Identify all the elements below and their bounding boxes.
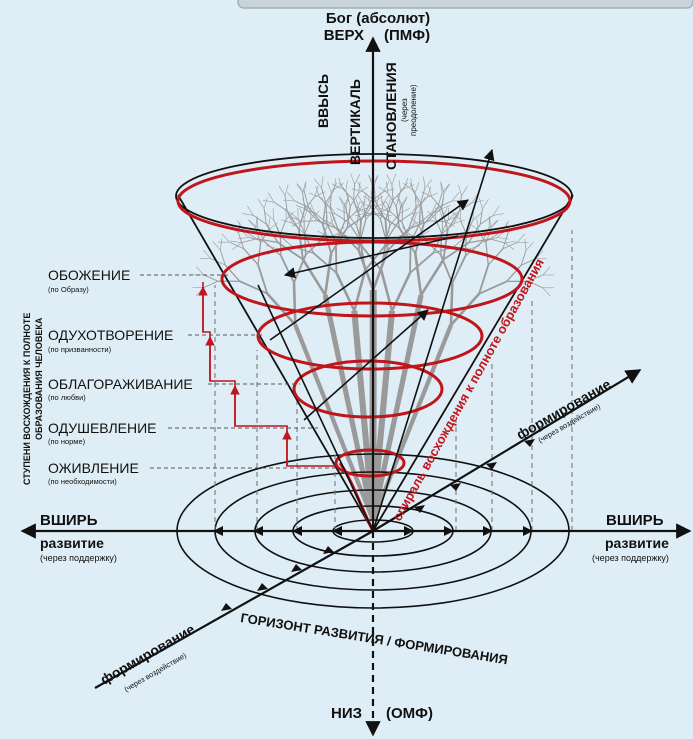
vertical-guides (214, 230, 573, 531)
step-note: (по призванности) (48, 345, 112, 354)
right-razvitie: развитие (605, 535, 669, 551)
steps-title-line1: СТУПЕНИ ВОСХОЖДЕНИЯ К ПОЛНОТЕ (22, 313, 32, 485)
step-labels: ОБОЖЕНИЕ (по Образу) ОДУХОТВОРЕНИЕ (по п… (48, 267, 193, 486)
axis-tick-arrows (213, 439, 535, 611)
steps-title-line2: ОБРАЗОВАНИЯ ЧЕЛОВЕКА (34, 317, 44, 440)
step-leaders (140, 274, 338, 469)
step-note: (по Образу) (48, 285, 89, 294)
step-name: ОДУХОТВОРЕНИЕ (48, 327, 173, 343)
note-cherez: (через (400, 98, 409, 122)
top-banner (237, 0, 693, 9)
left-razvitie: развитие (40, 535, 104, 551)
top-right-word: (ПМФ) (384, 27, 430, 44)
horizon-label: ГОРИЗОНТ РАЗВИТИЯ / ФОРМИРОВАНИЯ (240, 610, 509, 667)
diagonal-axis-upper (372, 369, 642, 532)
step-note: (по необходимости) (48, 477, 117, 486)
right-vshir: ВШИРЬ (606, 512, 664, 529)
ascent-staircase (198, 282, 335, 467)
step-name: ОБЛАГОРАЖИВАНИЕ (48, 376, 193, 392)
cone-radial-arrows (257, 148, 495, 532)
word-vertical: ВЕРТИКАЛЬ (347, 79, 363, 165)
left-note: (через поддержку) (40, 553, 117, 563)
left-vshir: ВШИРЬ (40, 512, 98, 529)
top-title: Бог (абсолют) (326, 10, 430, 27)
step-name: ОЖИВЛЕНИЕ (48, 460, 139, 476)
step-name: ОДУШЕВЛЕНИЕ (48, 420, 157, 436)
word-vvys: ВВЫСЬ (315, 74, 331, 128)
step-note: (по норме) (48, 437, 86, 446)
step-name: ОБОЖЕНИЕ (48, 267, 130, 283)
bottom-left-word: НИЗ (331, 705, 362, 722)
diagonal-axis-lower (94, 530, 374, 689)
step-note: (по любви) (48, 393, 86, 402)
word-stanovleniya: СТАНОВЛЕНИЯ (383, 62, 399, 170)
bottom-right-word: (ОМФ) (386, 705, 433, 722)
note-preodolenie: преодоление) (409, 84, 418, 136)
top-left-word: ВЕРХ (324, 27, 364, 44)
right-note: (через поддержку) (592, 553, 669, 563)
